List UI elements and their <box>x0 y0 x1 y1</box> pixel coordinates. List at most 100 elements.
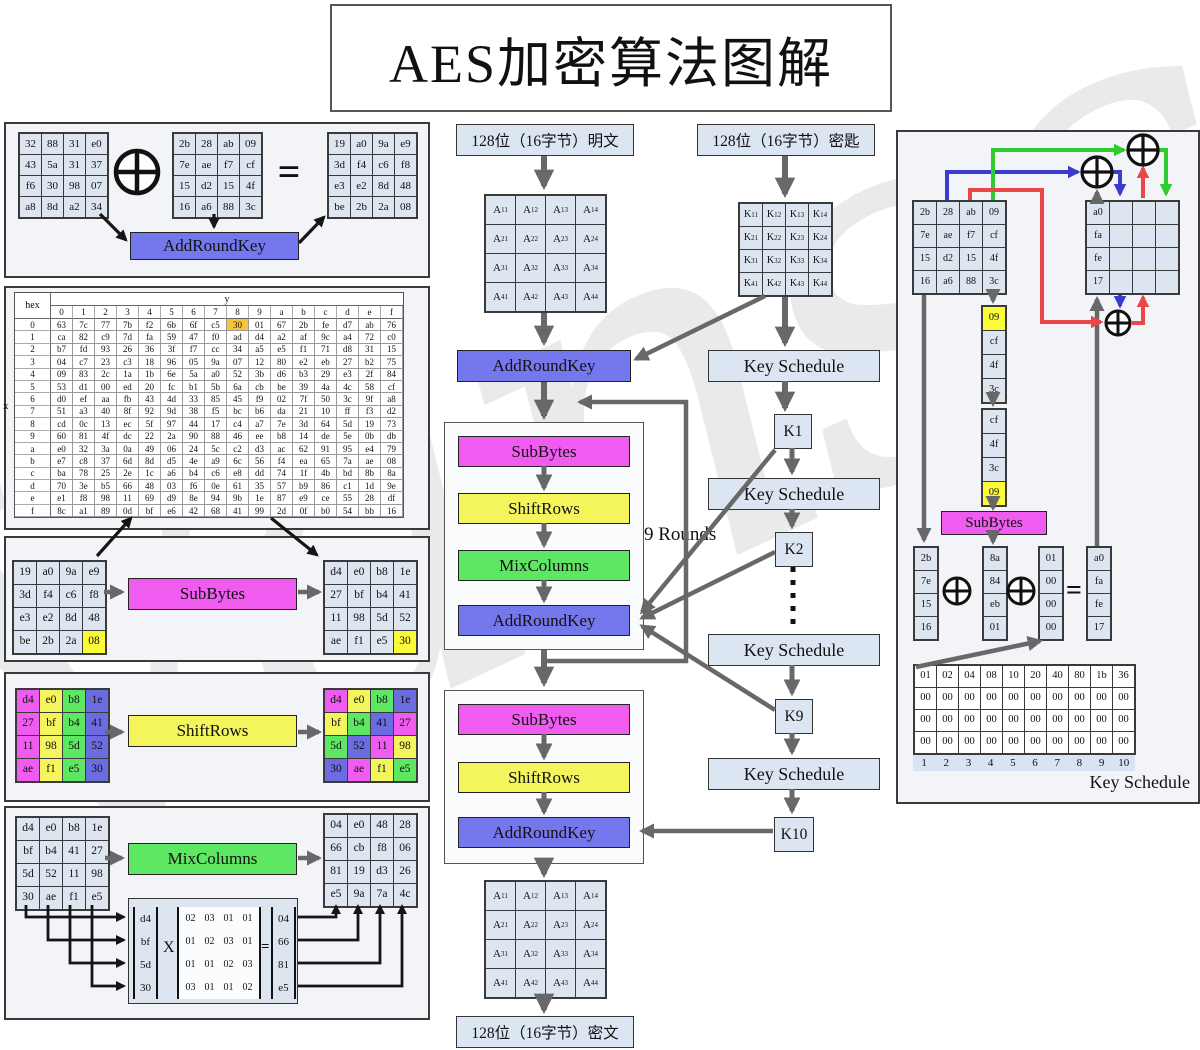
sbox-cell: 93 <box>95 343 117 357</box>
sbox-cell: b1 <box>183 380 205 394</box>
sbox-cell: 9a <box>205 356 227 369</box>
matrix-cell: a8 <box>20 197 41 217</box>
matrix-cell: f1 <box>371 759 393 781</box>
sbox-cell: 1c <box>139 467 161 481</box>
matrix-cell: 52 <box>348 736 370 758</box>
sbox-cell: 31 <box>359 343 381 357</box>
matrix-cell: f1 <box>348 631 370 653</box>
sbox-cell: eb <box>315 356 337 369</box>
matrix-value: 03 <box>204 913 215 924</box>
matrix-cell: 34 <box>86 197 107 217</box>
sbox-cell: e4 <box>359 442 381 456</box>
matrix-cell: 30 <box>86 759 108 781</box>
sbox-cell: 62 <box>293 442 315 456</box>
sbox-cell: 4b <box>315 467 337 481</box>
matrix-cell: 00 <box>1113 710 1134 731</box>
matrix-cell: 5d <box>371 608 393 630</box>
matrix-cell: e5 <box>86 887 108 909</box>
sbox-cell: ab <box>359 319 381 332</box>
sbox-cell: f2 <box>139 319 161 332</box>
sbox-cell: 07 <box>227 356 249 369</box>
sbox-cell: 1a <box>117 368 139 381</box>
matrix-cell: d4 <box>325 562 347 584</box>
sbox-cell: ec <box>117 418 139 431</box>
sbox-cell: 09 <box>51 368 73 381</box>
matrix-cell: d4 <box>325 690 347 712</box>
sbox-cell: 88 <box>205 430 227 443</box>
sbox-cell: b8 <box>271 430 293 443</box>
matrix-cell: 28 <box>394 815 416 837</box>
matrix-cell: f6 <box>20 176 41 196</box>
sbox-cell: 5e <box>337 430 359 443</box>
sbox-cell: b <box>15 455 51 468</box>
matrix-cell: bf <box>348 585 370 607</box>
matrix-cell: 15 <box>915 594 937 616</box>
matrix-cell: 00 <box>937 710 958 731</box>
vector-value: 04 <box>278 912 289 925</box>
sbox-cell: ac <box>271 442 293 456</box>
sbox-cell: 34 <box>227 343 249 357</box>
sbox-cell: 61 <box>227 480 249 493</box>
sbox-cell: 3f <box>161 343 183 357</box>
sbox-cell: 21 <box>293 405 315 419</box>
matrix-cell: 00 <box>1040 571 1062 593</box>
sbox-cell: 2 <box>15 343 51 357</box>
sbox-cell: 50 <box>315 393 337 406</box>
sbox-cell: 25 <box>95 467 117 481</box>
sbox-cell: 6d <box>117 455 139 468</box>
matrix-cell: cf <box>240 155 261 175</box>
sbox-cell: b0 <box>315 504 337 518</box>
matrix-cell: 41 <box>86 713 108 735</box>
sbox-cell: 0b <box>359 430 381 443</box>
matrix-cell: e2 <box>351 176 372 196</box>
sbox-cell: 9f <box>359 393 381 406</box>
matrix-cell: 00 <box>1047 732 1068 753</box>
sbox-cell: ad <box>227 331 249 344</box>
sbox-cell: 2 <box>95 306 117 319</box>
sbox-cell: cd <box>51 418 73 431</box>
sbox-cell: 32 <box>73 442 95 456</box>
sbox-cell: 02 <box>271 393 293 406</box>
matrix-cell: 00 <box>1047 688 1068 709</box>
sbox-cell: 1 <box>73 306 95 319</box>
matrix-cell: 16 <box>915 617 937 639</box>
vector-value: bf <box>140 935 151 948</box>
plaintext-box: 128位（16字节）明文 <box>456 124 634 156</box>
matrix-cell: 00 <box>1047 710 1068 731</box>
matrix-cell: e3 <box>329 176 350 196</box>
sbox-cell: 2d <box>271 504 293 518</box>
matrix-cell: 01 <box>915 666 936 687</box>
matrix-cell: b8 <box>63 818 85 840</box>
matrix-cell: 30 <box>325 759 347 781</box>
matrix-cell: 4f <box>240 176 261 196</box>
key-schedule-box-1: Key Schedule <box>708 350 880 382</box>
matrix-cell: e3 <box>14 608 36 630</box>
matrix-cell: 7e <box>174 155 195 175</box>
sbox-cell: ae <box>359 455 381 468</box>
matrix-cell: 4f <box>983 355 1005 378</box>
sbox-cell: 35 <box>249 480 271 493</box>
sbox-cell: 55 <box>337 492 359 505</box>
matrix-cell: 19 <box>348 861 370 883</box>
subbytes-demo-box: SubBytes <box>128 578 297 610</box>
matrix-value: 03 <box>242 959 253 970</box>
sbox-cell: 58 <box>359 380 381 394</box>
matrix-cell <box>1110 202 1132 224</box>
sbox-cell: 75 <box>381 356 403 369</box>
sbox-cell: bd <box>337 467 359 481</box>
